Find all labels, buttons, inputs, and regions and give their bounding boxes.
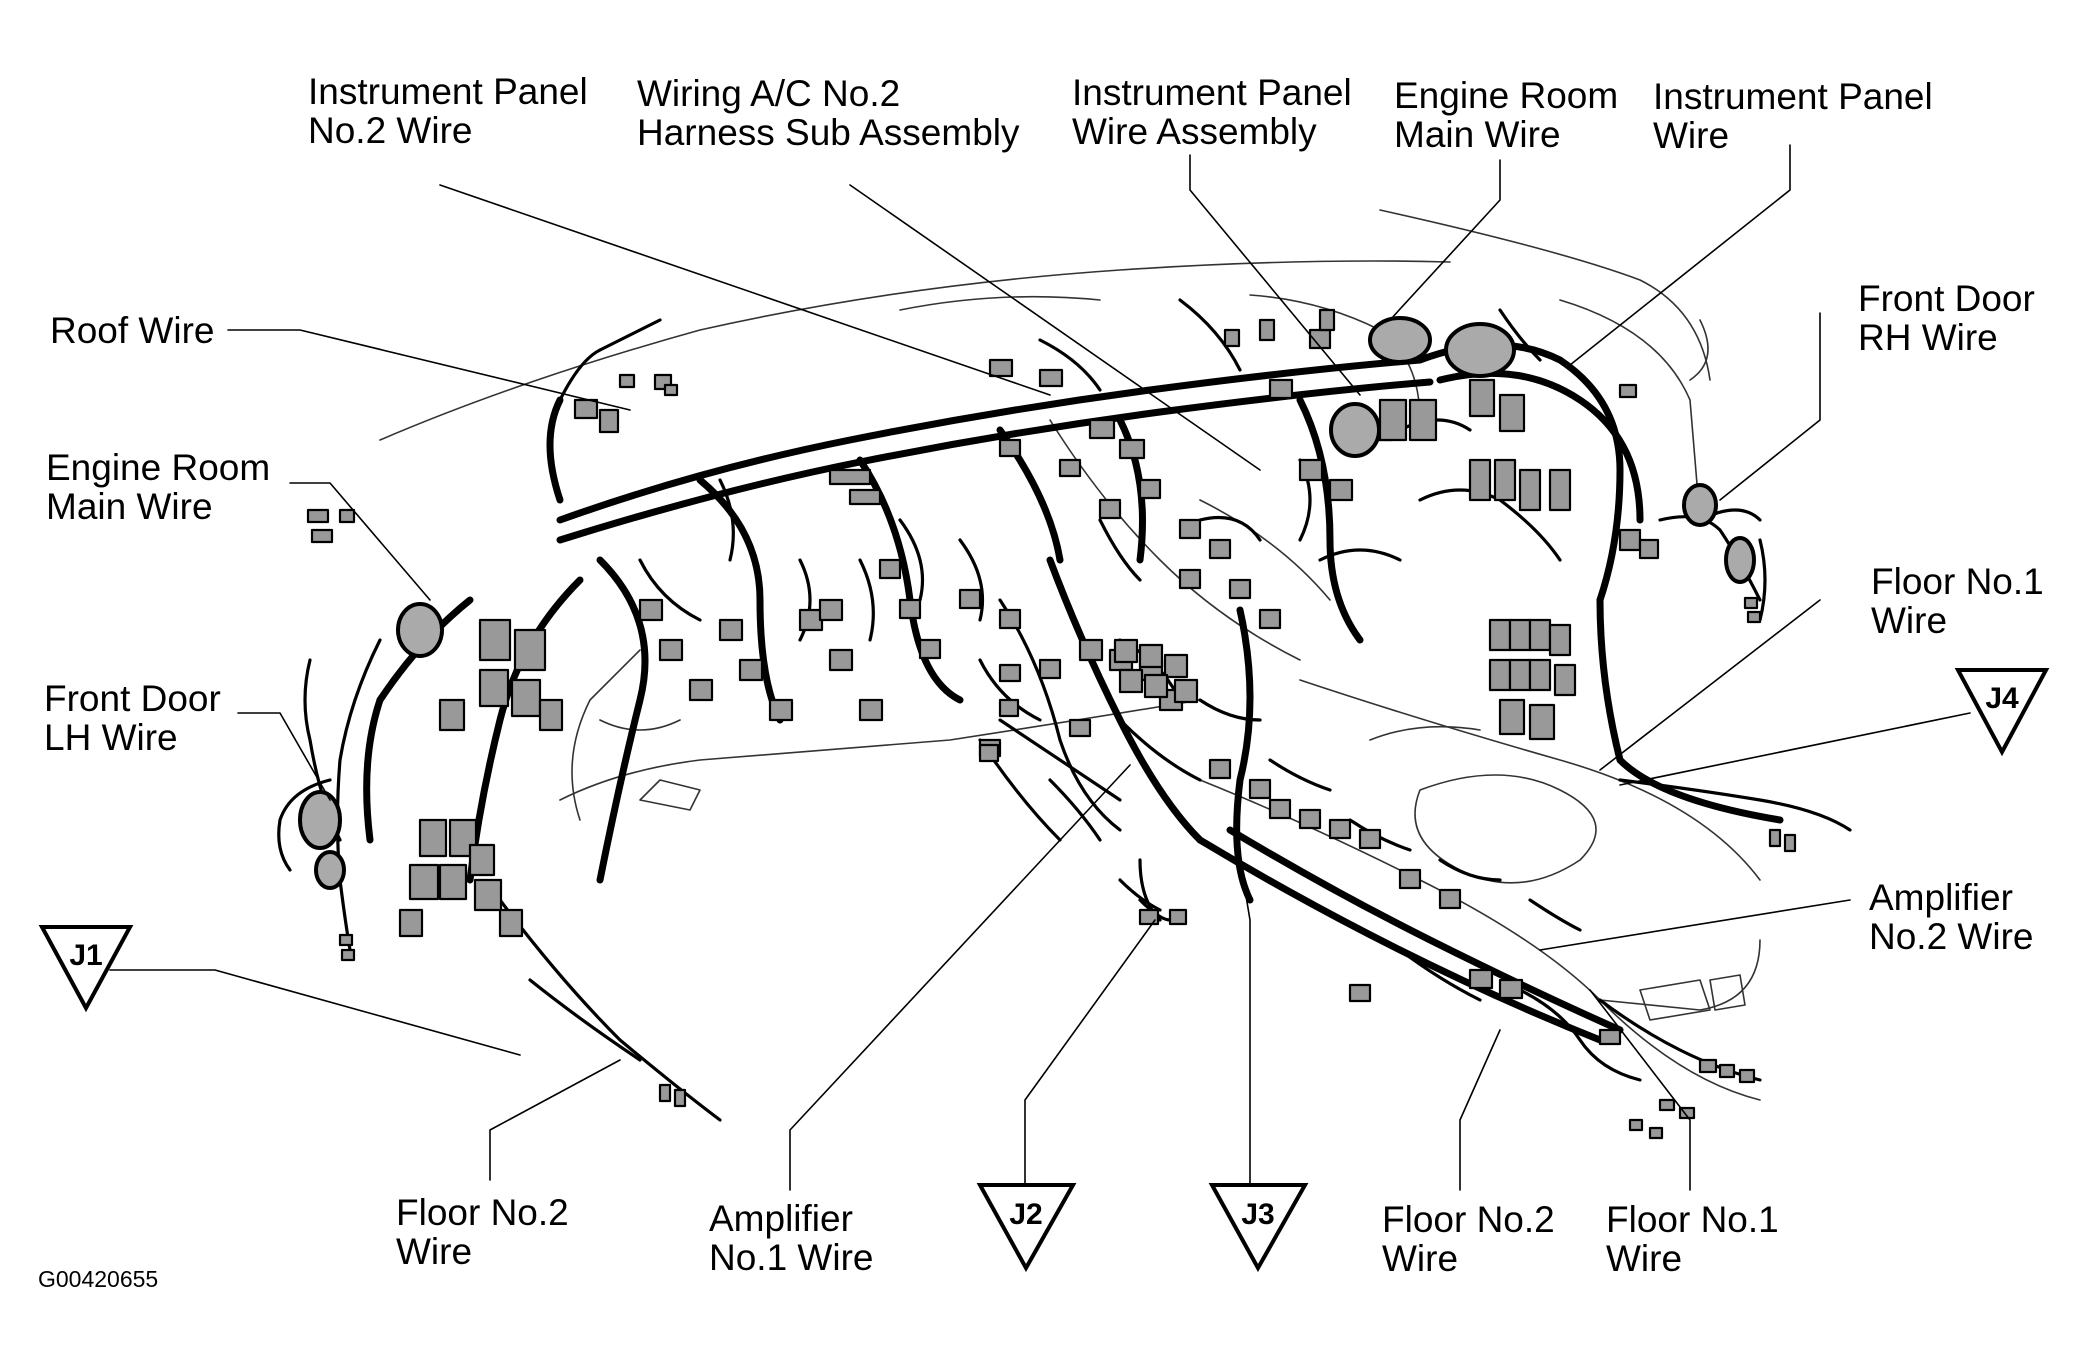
label-wiring-ac-no2-harness: Wiring A/C No.2 Harness Sub Assembly (637, 73, 1020, 153)
junction-markers (38, 668, 2050, 1273)
figure-code: G00420655 (38, 1266, 159, 1292)
junction-j4-triangle (1954, 668, 2050, 757)
junction-j1-label: J1 (69, 939, 102, 972)
label-instrument-panel-no2-wire: Instrument Panel No.2 Wire (308, 71, 588, 151)
connectors (306, 308, 1797, 1140)
label-floor-no2-wire-left: Floor No.2 Wire (396, 1192, 569, 1272)
junction-j3-triangle (1208, 1183, 1309, 1273)
label-front-door-rh-wire: Front Door RH Wire (1858, 278, 2035, 358)
junction-j4-label: J4 (1985, 682, 2019, 715)
grommets (298, 316, 1756, 890)
label-instrument-panel-wire-assembly: Instrument Panel Wire Assembly (1072, 72, 1352, 152)
label-front-door-lh-wire: Front Door LH Wire (44, 678, 221, 758)
junction-j3-label: J3 (1241, 1198, 1274, 1231)
label-amplifier-no2-wire: Amplifier No.2 Wire (1869, 877, 2034, 957)
label-floor-no1-wire-right: Floor No.1 Wire (1871, 561, 2044, 641)
dashboard-outline (379, 209, 1761, 1101)
label-roof-wire: Roof Wire (50, 310, 215, 351)
label-amplifier-no1-wire: Amplifier No.1 Wire (709, 1198, 874, 1278)
label-engine-room-main-wire-top: Engine Room Main Wire (1394, 75, 1619, 155)
label-instrument-panel-wire: Instrument Panel Wire (1653, 76, 1933, 156)
junction-j2-triangle (976, 1183, 1077, 1273)
label-floor-no1-wire-bottom: Floor No.1 Wire (1606, 1199, 1779, 1279)
label-engine-room-main-wire-left: Engine Room Main Wire (46, 447, 271, 527)
label-floor-no2-wire-bottom: Floor No.2 Wire (1382, 1199, 1555, 1279)
junction-j1-triangle (38, 925, 134, 1013)
leader-lines (109, 144, 1971, 1191)
junction-j2-label: J2 (1009, 1198, 1042, 1231)
